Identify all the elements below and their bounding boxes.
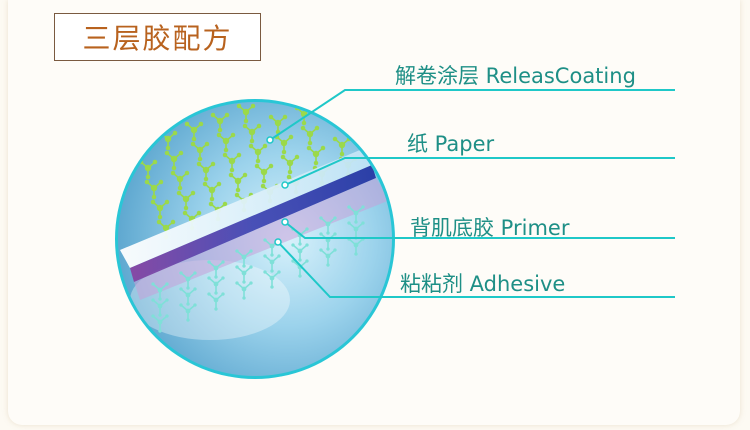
magnified-circle: [115, 99, 395, 379]
primer-layer: [130, 165, 376, 282]
title-box: 三层胶配方: [54, 13, 261, 61]
marker-adhesive: [274, 238, 282, 246]
marker-paper: [281, 181, 289, 189]
marker-primer: [281, 218, 289, 226]
adhesive-layer: [134, 178, 390, 300]
page-title: 三层胶配方: [82, 22, 233, 55]
leader-line-primer: [284, 221, 675, 239]
marker-release: [266, 136, 274, 144]
label-release-coating: 解卷涂层 ReleasCoating: [395, 64, 636, 88]
paper-layer: [120, 150, 372, 268]
label-paper: 纸 Paper: [407, 132, 495, 156]
label-primer: 背肌底胶 Primer: [410, 216, 570, 240]
leader-lines: [269, 89, 675, 298]
leader-line-adhesive: [277, 241, 675, 298]
leader-line-paper: [284, 157, 675, 186]
label-adhesive: 粘粘剂 Adhesive: [400, 272, 566, 296]
leader-line-release: [269, 89, 675, 141]
